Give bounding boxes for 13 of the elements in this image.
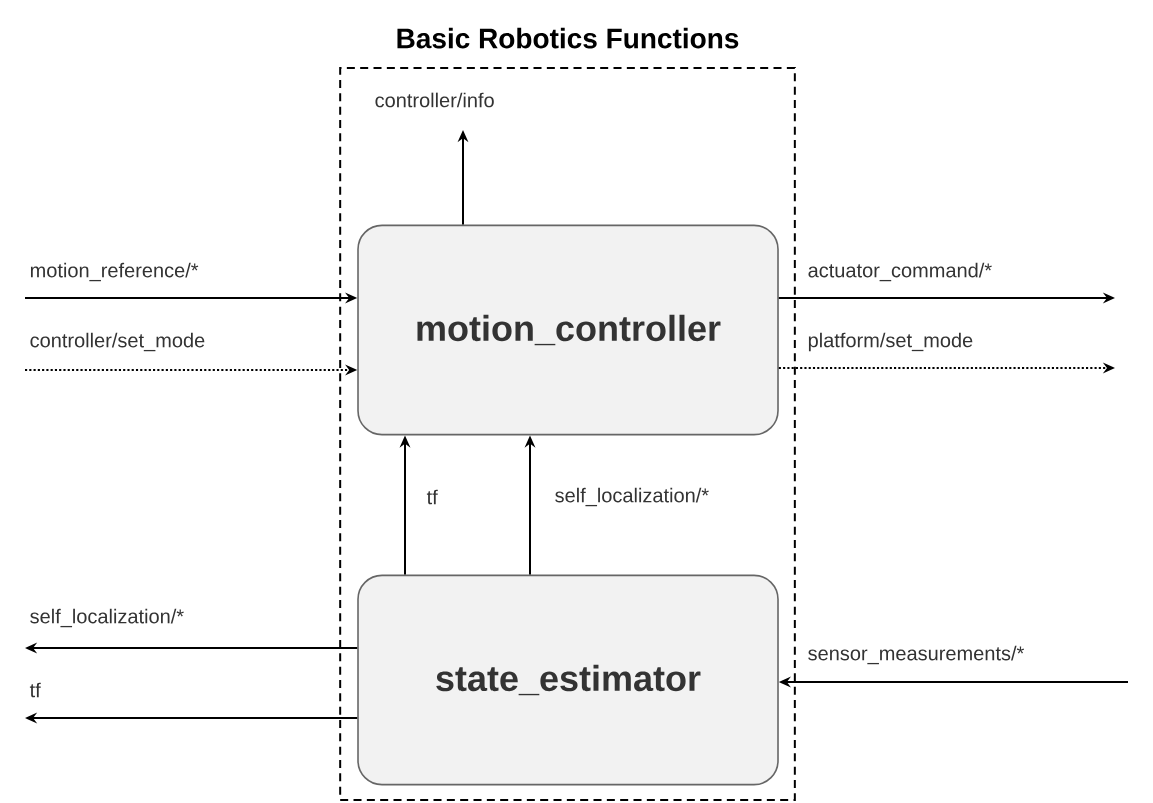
edge-label: sensor_measurements/* bbox=[808, 645, 1025, 665]
edge-label: motion_reference/* bbox=[30, 262, 199, 282]
edge-label: actuator_command/* bbox=[808, 262, 992, 282]
edge-label: tf bbox=[29, 682, 41, 698]
edge-label: controller/info bbox=[375, 92, 494, 108]
edge-label: controller/set_mode bbox=[30, 332, 205, 352]
edge-label: tf bbox=[426, 489, 438, 505]
edge-label: platform/set_mode bbox=[808, 332, 973, 352]
process-box: motion_controller bbox=[357, 224, 779, 436]
edge-label: self_localization/* bbox=[30, 608, 184, 628]
group-title: Basic Robotics Functions bbox=[397, 27, 739, 49]
edge-label: self_localization/* bbox=[555, 487, 709, 507]
process-box: state_estimator bbox=[357, 574, 779, 786]
